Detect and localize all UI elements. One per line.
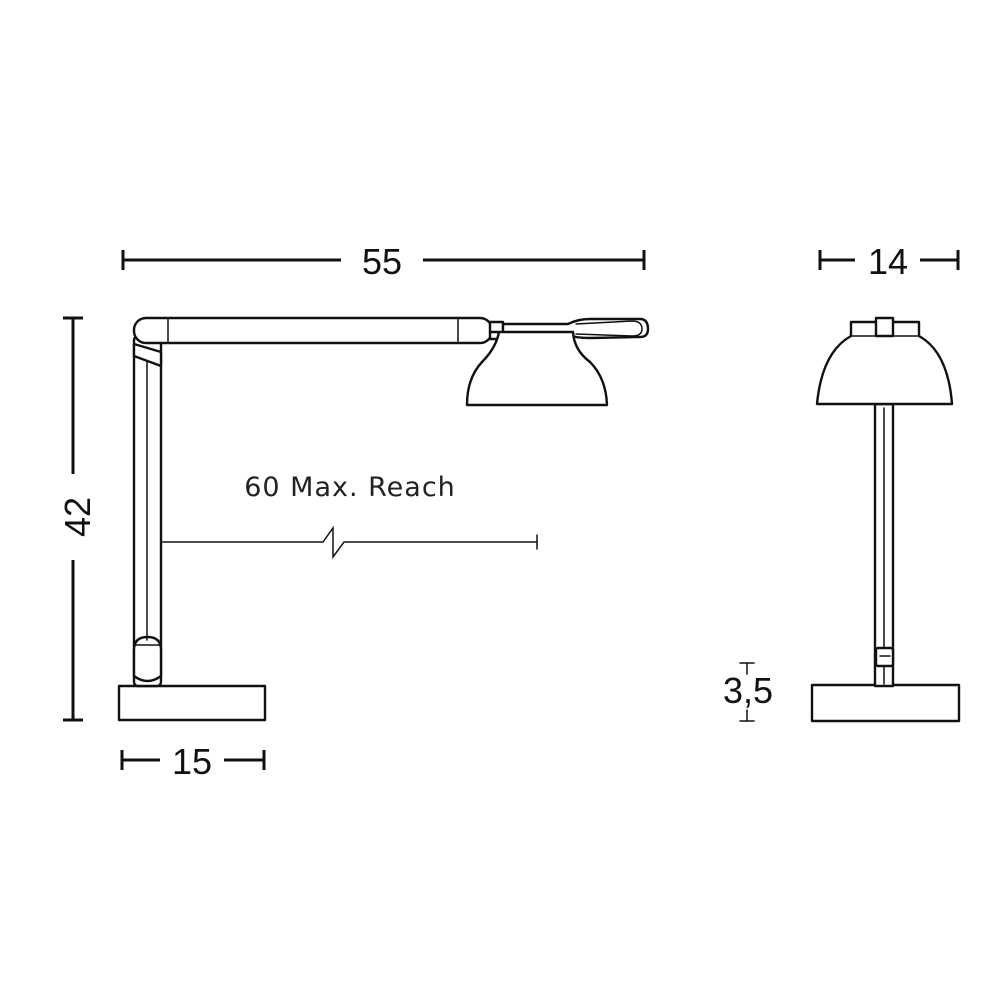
lamp-top-clip-side	[874, 316, 895, 338]
max-reach-break-line	[147, 525, 538, 560]
lamp-stem-side	[873, 402, 895, 688]
dimension-55: 55	[121, 241, 646, 282]
dimension-3-5-label: 3,5	[723, 670, 773, 711]
lamp-shade-side	[815, 320, 954, 406]
dimension-15: 15	[120, 741, 266, 782]
lamp-shade-front	[465, 330, 609, 407]
dimension-42: 42	[57, 316, 98, 722]
dimension-55-label: 55	[362, 241, 402, 282]
dimension-42-label: 42	[57, 497, 98, 537]
lamp-front-view	[117, 316, 650, 722]
dimension-14: 14	[818, 241, 960, 282]
max-reach-indicator: 60 Max. Reach	[147, 472, 538, 560]
dimension-14-label: 14	[868, 241, 908, 282]
max-reach-label: 60 Max. Reach	[244, 472, 456, 503]
dimension-3-5: 3,5	[723, 662, 773, 722]
lamp-base-front	[117, 684, 267, 722]
dimension-15-label: 15	[172, 741, 212, 782]
lamp-arm-front	[132, 316, 650, 345]
lamp-base-side	[810, 683, 961, 723]
lamp-side-view	[810, 316, 961, 723]
lamp-column-front	[132, 334, 163, 688]
